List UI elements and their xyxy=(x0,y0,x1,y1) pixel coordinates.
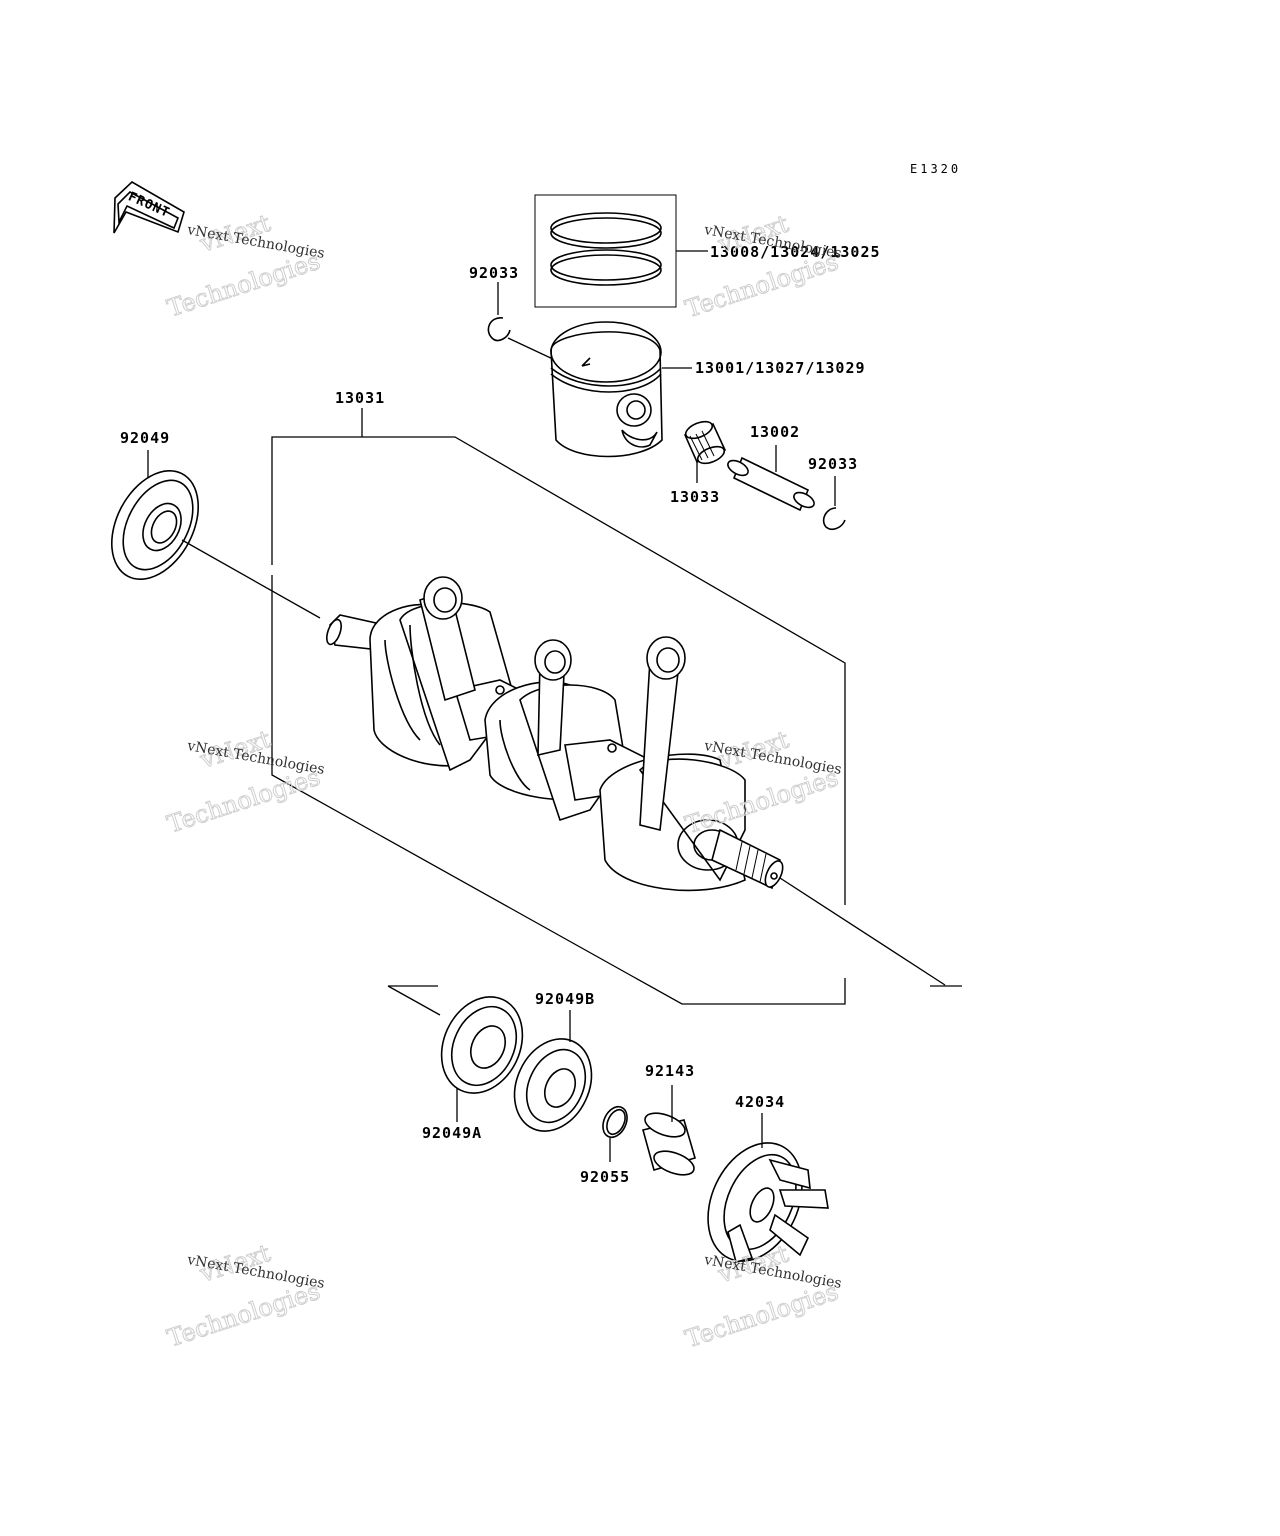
coupling xyxy=(707,1113,829,1263)
piston-ring-set xyxy=(534,194,708,308)
label-o-ring: 92055 xyxy=(580,1168,630,1186)
svg-text:Technologies: Technologies xyxy=(164,763,324,839)
piston-pin-clip-right xyxy=(822,476,846,530)
front-arrow-icon: FRONT xyxy=(113,181,185,234)
watermark-6: vNext Technologies vNext Technologies xyxy=(681,1239,842,1354)
svg-text:Technologies: Technologies xyxy=(164,247,324,323)
label-clip-left: 92033 xyxy=(469,264,519,282)
collar xyxy=(642,1085,696,1176)
oil-seal-b xyxy=(513,1010,593,1132)
watermark-3: vNext Technologies vNext Technologies xyxy=(163,724,326,839)
needle-bearing xyxy=(683,420,727,483)
piston xyxy=(550,321,692,458)
crankshaft xyxy=(326,576,962,987)
o-ring xyxy=(602,1105,628,1162)
label-seal-a: 92049A xyxy=(422,1124,482,1142)
piston-pin xyxy=(727,445,815,512)
piston-pin-clip-left xyxy=(487,282,556,361)
label-crankshaft: 13031 xyxy=(335,389,385,407)
label-needle-bearing: 13033 xyxy=(670,488,720,506)
crankshaft-frame xyxy=(271,408,846,1005)
watermark-5: vNext Technologies vNext Technologies xyxy=(163,1238,326,1353)
svg-text:Technologies: Technologies xyxy=(682,1277,842,1353)
label-collar: 92143 xyxy=(645,1062,695,1080)
label-pin: 13002 xyxy=(750,423,800,441)
label-piston: 13001/13027/13029 xyxy=(695,359,866,377)
label-coupling: 42034 xyxy=(735,1093,785,1111)
watermark-2: vNext Technologies vNext Technologies xyxy=(681,209,842,324)
leader-seal-line xyxy=(387,985,441,1016)
label-clip-right: 92033 xyxy=(808,455,858,473)
diagram-code: E1320 xyxy=(910,162,961,176)
label-seal-b: 92049B xyxy=(535,990,595,1008)
svg-text:Technologies: Technologies xyxy=(164,1277,324,1353)
watermark-1: vNext Technologies vNext Technologies xyxy=(163,208,326,323)
label-ring-set: 13008/13024/13025 xyxy=(710,243,881,261)
oil-seal-a xyxy=(440,996,524,1122)
oil-seal-left xyxy=(110,450,321,619)
label-seal-left: 92049 xyxy=(120,429,170,447)
